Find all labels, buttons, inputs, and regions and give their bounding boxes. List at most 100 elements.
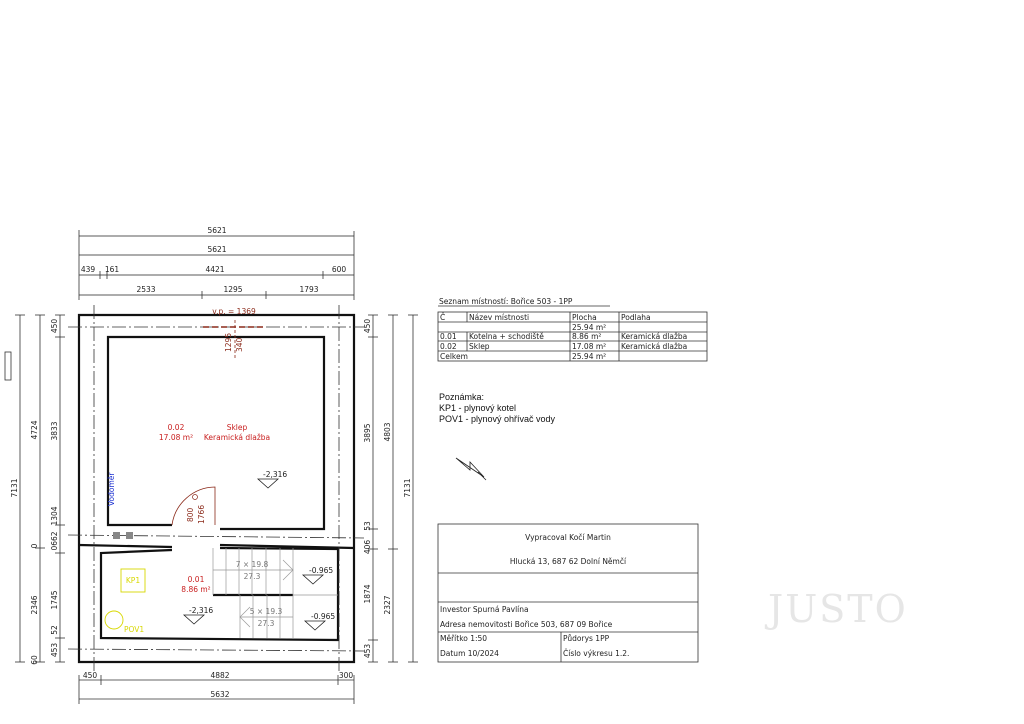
dim-label: 2533: [136, 285, 155, 294]
note-line: POV1 - plynový ohřívač vody: [439, 414, 556, 424]
top-dimensions: 5621 5621 439 161 4421 600 2533 1295 179…: [78, 226, 355, 300]
dim-label: 2346: [30, 595, 39, 614]
water-meter-label: Vodoměr: [107, 472, 116, 506]
dim-label: 0: [30, 543, 39, 548]
dim-label: 300: [339, 671, 354, 680]
pov1-label: POV1: [124, 625, 144, 634]
dim-label: 5632: [210, 690, 229, 699]
dim-label: 3895: [363, 423, 372, 442]
level-label: -0.965: [309, 566, 333, 575]
dim-label: 52: [50, 625, 59, 635]
north-arrow-icon: [455, 457, 487, 481]
dim-label: 1304: [50, 506, 59, 525]
table-cell: 0.02: [440, 342, 457, 351]
dim-label: 7131: [403, 478, 412, 497]
level-label: -2,316: [189, 606, 213, 615]
table-total-label: Celkem: [440, 352, 468, 361]
dim-label: 450: [50, 319, 59, 334]
level-label: -0.965: [311, 612, 335, 621]
scale: Měřítko 1:50: [440, 634, 487, 643]
note-line: KP1 - plynový kotel: [439, 403, 516, 413]
dim-label: 7131: [10, 478, 19, 497]
dim-label: 453: [363, 644, 372, 659]
window-dim: 340: [235, 337, 244, 352]
table-header: Č: [440, 313, 445, 322]
table-cell: Sklep: [469, 342, 490, 351]
room-table: Č Název místnosti Plocha Podlaha 25.94 m…: [440, 313, 687, 361]
window-dim: 1295: [224, 333, 233, 352]
title-block-grid: [437, 523, 699, 663]
window: v.p. = 1369 1295 340: [203, 307, 266, 360]
door-dim: 1766: [197, 505, 206, 524]
table-cell: Keramická dlažba: [621, 332, 687, 341]
dim-label: 5621: [207, 226, 226, 235]
watermark: JUSTO: [764, 587, 908, 631]
dim-label: 60: [30, 655, 39, 665]
meter-icon: [113, 532, 120, 539]
author: Vypracoval Kočí Martin: [525, 533, 611, 542]
dim-label: 1745: [50, 590, 59, 609]
dim-label: 1295: [223, 285, 242, 294]
room-name: Sklep: [227, 423, 248, 432]
stair-steps: 5 × 19.3: [250, 607, 283, 616]
boiler-kp1: [120, 568, 146, 593]
dim-label: 4724: [30, 420, 39, 439]
dim-label: 0662: [50, 531, 59, 550]
table-cell: 0.01: [440, 332, 457, 341]
door-dim: 800: [186, 507, 195, 522]
level-label: -2,316: [263, 470, 287, 479]
dim-label: 5621: [207, 245, 226, 254]
author-address: Hlucká 13, 687 62 Dolní Němčí: [510, 557, 627, 566]
drawing-name: Půdorys 1PP: [563, 634, 610, 643]
drawing-number: Číslo výkresu 1.2.: [563, 649, 629, 658]
table-header: Plocha: [572, 313, 597, 322]
table-cell: Keramická dlažba: [621, 342, 687, 351]
room-number: 0.02: [168, 423, 185, 432]
dim-label: 450: [83, 671, 98, 680]
table-cell: 25.94 m²: [572, 323, 606, 332]
room-table-grid: [437, 311, 708, 362]
dim-label: 406: [363, 540, 372, 555]
dim-label: 600: [332, 265, 347, 274]
window-label: v.p. = 1369: [212, 307, 256, 316]
water-heater-pov1: [104, 610, 124, 630]
stair-steps: 7 × 19.8: [236, 560, 269, 569]
title-block: Vypracoval Kočí Martin Hlucká 13, 687 62…: [440, 533, 629, 658]
dim-label: 161: [105, 265, 120, 274]
property-address: Adresa nemovitosti Bořice 503, 687 09 Bo…: [440, 620, 613, 629]
dim-label: 1793: [299, 285, 318, 294]
notes-title: Poznámka:: [439, 392, 484, 402]
walls: [77, 313, 356, 664]
table-cell: 8.86 m²: [572, 332, 601, 341]
stair-tread: 27.3: [244, 572, 261, 581]
dim-label: 2327: [383, 595, 392, 614]
dim-label: 53: [363, 521, 372, 531]
bottom-dimensions: [78, 675, 355, 704]
room-table-title: Seznam místností: Bořice 503 - 1PP: [439, 297, 573, 306]
meter-icon: [126, 532, 133, 539]
investor: Investor Spurná Pavlína: [440, 605, 529, 614]
table-cell: 17.08 m²: [572, 342, 606, 351]
room-area: 8.86 m²: [181, 585, 210, 594]
right-dimensions: [368, 314, 418, 663]
dim-label: 4803: [383, 422, 392, 441]
dim-label: 439: [81, 265, 96, 274]
stair-tread: 27.3: [258, 619, 275, 628]
kp1-label: KP1: [126, 576, 140, 585]
room-floor: Keramická dlažba: [204, 433, 270, 442]
stairs: [212, 548, 338, 638]
dim-label: 1874: [363, 584, 372, 603]
date: Datum 10/2024: [440, 649, 499, 658]
dim-label: 3833: [50, 421, 59, 440]
dim-label: 4882: [210, 671, 229, 680]
left-dimensions: [4, 314, 65, 663]
dim-label: 4421: [205, 265, 224, 274]
dim-label: 453: [50, 643, 59, 658]
door: 800 1766: [171, 486, 216, 526]
table-cell: Kotelna + schodiště: [469, 332, 544, 341]
table-header: Název místnosti: [469, 313, 529, 322]
table-total-value: 25.94 m²: [572, 352, 606, 361]
level-markers: [182, 478, 327, 631]
dim-label: 450: [363, 319, 372, 334]
